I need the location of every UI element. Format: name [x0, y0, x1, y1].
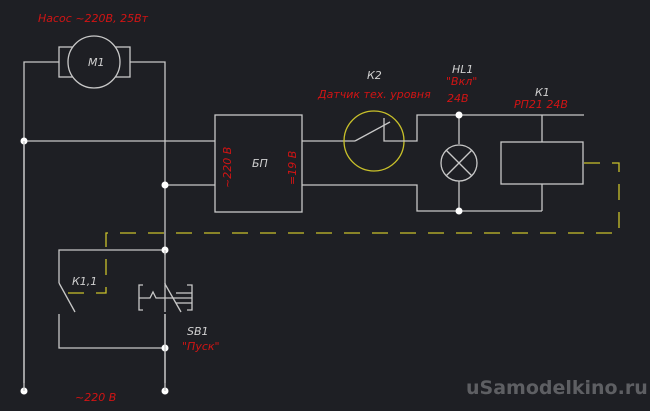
relay-name-label: РП21 24В [514, 98, 568, 111]
watermark: uSamodelkino.ru [466, 377, 648, 399]
relay-mechanical-link [65, 162, 620, 294]
button-name-label: "Пуск" [182, 340, 220, 353]
k11-contact-blade [58, 282, 76, 313]
lamp-ref-label: HL1 [452, 63, 473, 76]
sb1-button-symbol [138, 284, 193, 311]
lamp-voltage-label: 24В [447, 92, 469, 105]
psu-input-label: ~220 В [221, 147, 234, 188]
mains-label: ~220 В [75, 391, 116, 404]
wire-right-main [130, 61, 166, 383]
pump-title-label: Насос ~220В, 25Вт [38, 12, 149, 25]
wire-sensor-out [383, 114, 584, 142]
wire-psu-out-2 [302, 184, 542, 212]
button-ref-label: SB1 [187, 325, 209, 338]
mask [162, 312, 168, 314]
motor-m1 [58, 35, 131, 89]
junction-dot [455, 111, 463, 119]
wire-left-main [23, 61, 59, 383]
junction-dot [161, 181, 169, 189]
junction-dot [455, 207, 463, 215]
lamp-hl1 [440, 144, 478, 182]
wire-k11-top [58, 249, 165, 283]
wire-k11-bottom [58, 314, 165, 349]
psu-box [214, 114, 303, 213]
sensor-ref-label: К2 [367, 69, 382, 82]
relay-contact-label: К1,1 [72, 275, 97, 288]
sensor-name-label: Датчик тех. уровня [317, 88, 431, 101]
sensor-contact-blade [354, 121, 391, 142]
lamp-name-label: "Вкл" [446, 75, 477, 88]
relay-ref-label: К1 [535, 86, 550, 99]
motor-circle [67, 35, 121, 89]
motor-label: М1 [88, 56, 105, 69]
psu-output-label: =19 В [286, 151, 299, 185]
psu-label: БП [252, 157, 268, 170]
relay-k1-coil [500, 141, 584, 185]
